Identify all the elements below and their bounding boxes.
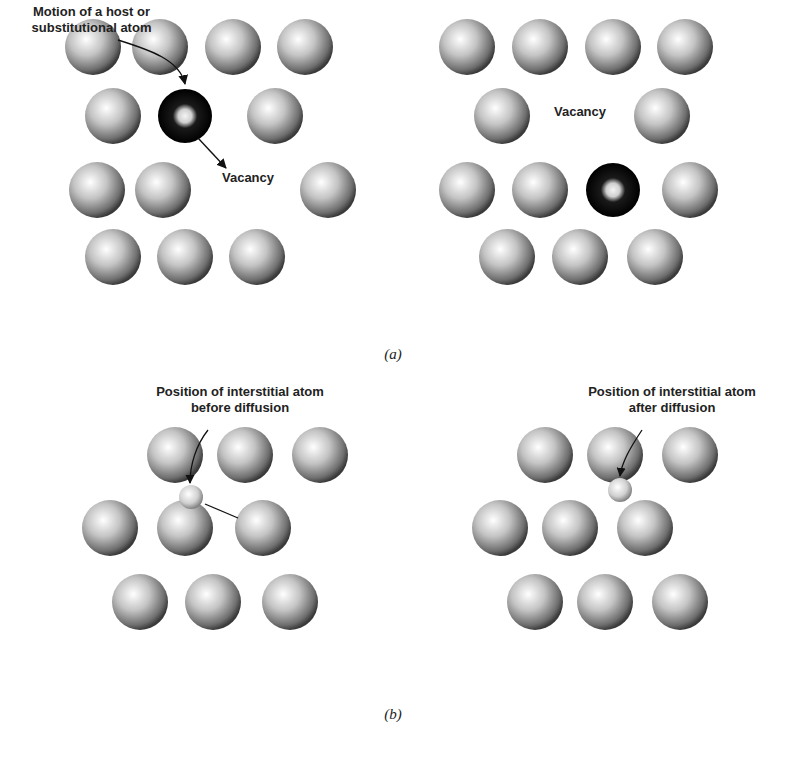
leader-arrow <box>620 430 642 476</box>
panel-label: (a) <box>373 345 413 363</box>
host-atom <box>657 19 713 75</box>
host-atom <box>292 427 348 483</box>
host-atom <box>517 427 573 483</box>
interstitial-atom <box>179 485 203 509</box>
host-atom <box>542 500 598 556</box>
host-atom <box>617 500 673 556</box>
host-atom <box>185 574 241 630</box>
host-atom <box>300 162 356 218</box>
host-atom <box>217 427 273 483</box>
host-atom <box>69 162 125 218</box>
leader-arrow <box>118 40 185 84</box>
host-atom <box>235 500 291 556</box>
host-atom <box>587 427 643 483</box>
host-atom <box>585 19 641 75</box>
host-atom <box>577 574 633 630</box>
host-atom <box>627 229 683 285</box>
callout-label: Position of interstitial atom after diff… <box>577 384 767 415</box>
host-atom <box>479 229 535 285</box>
host-atom <box>157 500 213 556</box>
moving-atom <box>586 163 640 217</box>
motion-line <box>205 504 238 518</box>
host-atom <box>474 88 530 144</box>
callout-label: Position of interstitial atom before dif… <box>155 384 325 415</box>
host-atom <box>512 162 568 218</box>
atom-lattice <box>65 19 718 630</box>
host-atom <box>135 162 191 218</box>
interstitial-atom <box>608 478 632 502</box>
host-atom <box>662 427 718 483</box>
moving-atom <box>158 89 212 143</box>
host-atom <box>85 88 141 144</box>
host-atom <box>262 574 318 630</box>
motion-arrow <box>198 138 226 168</box>
host-atom <box>112 574 168 630</box>
host-atom <box>205 19 261 75</box>
host-atom <box>85 229 141 285</box>
panel-label: (b) <box>373 705 413 723</box>
host-atom <box>507 574 563 630</box>
host-atom <box>472 500 528 556</box>
host-atom <box>157 229 213 285</box>
host-atom <box>652 574 708 630</box>
vacancy-label: Vacancy <box>208 170 288 186</box>
host-atom <box>512 19 568 75</box>
host-atom <box>277 19 333 75</box>
host-atom <box>439 19 495 75</box>
host-atom <box>439 162 495 218</box>
host-atom <box>247 88 303 144</box>
host-atom <box>662 162 718 218</box>
host-atom <box>82 500 138 556</box>
host-atom <box>552 229 608 285</box>
host-atom <box>229 229 285 285</box>
vacancy-label: Vacancy <box>540 104 620 120</box>
callout-label: Motion of a host or substitutional atom <box>4 4 179 35</box>
leader-arrow <box>190 430 208 483</box>
host-atom <box>634 88 690 144</box>
